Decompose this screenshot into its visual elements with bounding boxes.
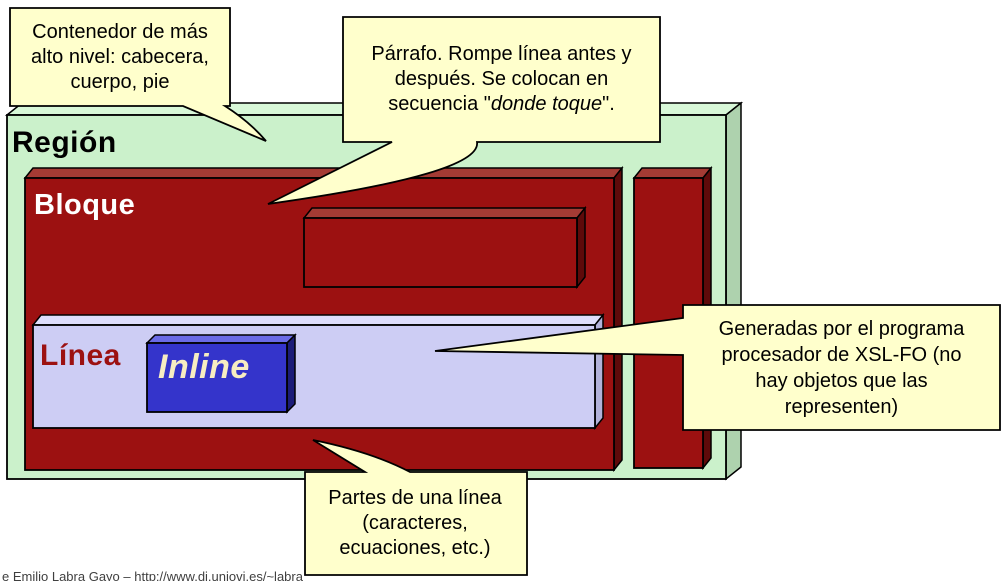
narrow-block-top-bevel (632, 167, 713, 179)
callout-line: después. Se colocan en (394, 68, 609, 90)
inline-top-bevel (145, 334, 297, 344)
callout-line: Contenedor de más (32, 20, 208, 43)
inner-block-front-face (303, 217, 578, 288)
inline-front-face (146, 342, 288, 413)
callout-line: Partes de una línea (328, 487, 502, 509)
inline-label: Inline (158, 348, 250, 386)
callout-partes-bubble (304, 439, 528, 576)
inline-box (145, 333, 297, 414)
callout-line-suffix: ". (602, 93, 615, 115)
footer-credit: e Emilio Labra Gayo – http://www.di.unio… (2, 569, 303, 581)
inline-side-bevel (286, 333, 296, 414)
callout-generadas-text: Generadas por el programa procesador de … (687, 307, 996, 428)
region-label: Región (12, 126, 117, 159)
callout-line-prefix: secuencia " (388, 93, 491, 115)
inner-block-side-bevel (576, 205, 586, 290)
linea-top-bevel (31, 314, 605, 326)
inner-block (302, 205, 587, 290)
callout-line-italic: donde toque (490, 93, 603, 115)
callout-line: secuencia "donde toque". (388, 92, 615, 117)
callout-line: (caracteres, (362, 512, 468, 534)
callout-line: procesador de XSL-FO (no (721, 343, 962, 366)
callout-line: alto nivel: cabecera, (31, 45, 209, 68)
callout-line: hay objetos que las (755, 369, 928, 392)
callout-parrafo-text: Párrafo. Rompe línea antes y después. Se… (347, 19, 656, 140)
bloque-label: Bloque (34, 189, 136, 221)
callout-contenedor-bubble (9, 7, 267, 142)
callout-partes-text: Partes de una línea (caracteres, ecuacio… (307, 474, 523, 573)
callout-line: representen) (784, 395, 899, 418)
inner-block-top-bevel (302, 207, 587, 219)
bloque-side-bevel (613, 165, 623, 473)
callout-parrafo-bubble (267, 16, 661, 205)
callout-line: ecuaciones, etc.) (339, 537, 491, 559)
callout-contenedor-text: Contenedor de más alto nivel: cabecera, … (12, 10, 228, 104)
callout-line: cuerpo, pie (70, 70, 170, 93)
callout-line: Párrafo. Rompe línea antes y (371, 43, 632, 65)
callout-line: Generadas por el programa (718, 317, 965, 340)
linea-label: Línea (40, 339, 121, 372)
callout-generadas-bubble (434, 304, 1001, 431)
